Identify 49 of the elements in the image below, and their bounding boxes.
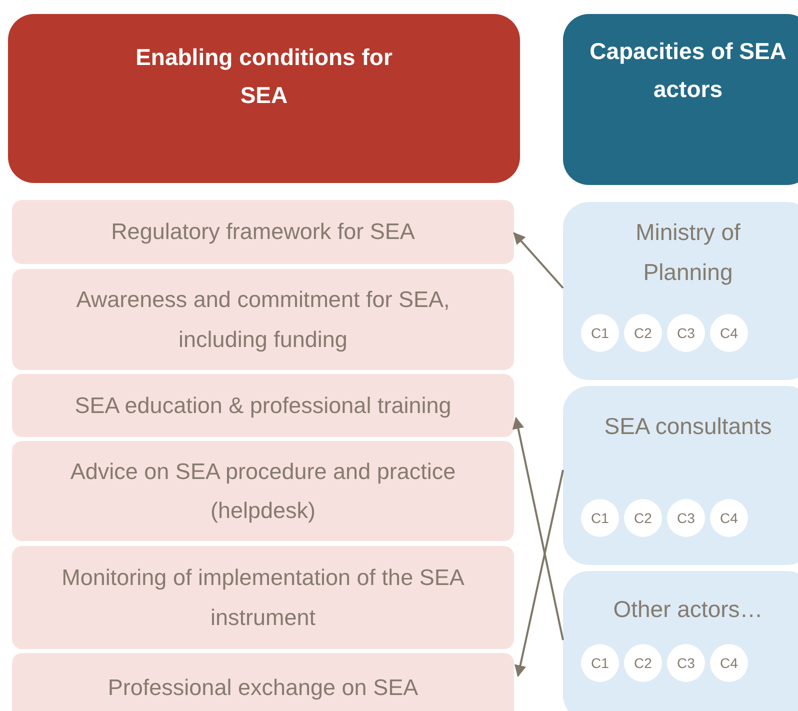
capacity-circle	[624, 314, 662, 352]
condition-box	[12, 269, 514, 370]
condition-box	[12, 546, 514, 649]
capacity-label: C3	[677, 324, 695, 343]
capacity-label: C1	[591, 654, 609, 673]
capacity-circle	[710, 499, 748, 537]
arrow	[514, 470, 564, 678]
actor-box	[563, 386, 798, 565]
capacity-label: C1	[591, 324, 609, 343]
condition-box	[12, 653, 514, 711]
arrow	[512, 416, 564, 640]
capacity-circle	[667, 314, 705, 352]
condition-text: Professional exchange on SEA	[108, 674, 418, 702]
capacity-label: C2	[634, 654, 652, 673]
capacity-circle	[624, 644, 662, 682]
capacity-circle	[624, 499, 662, 537]
condition-box	[12, 200, 514, 264]
actor-box	[563, 571, 798, 711]
condition-text: Regulatory framework for SEA	[111, 218, 415, 246]
capacity-circle	[581, 499, 619, 537]
actor-name: Ministry of Planning	[634, 218, 742, 288]
header-box	[8, 14, 520, 183]
capacity-circle	[710, 644, 748, 682]
header-text: Capacities of SEA actors	[588, 37, 788, 104]
actor-name: SEA consultants	[603, 412, 773, 441]
arrow	[513, 232, 564, 289]
capacity-label: C1	[591, 508, 609, 528]
condition-text: Monitoring of implementation of the SEA instrument	[60, 564, 466, 632]
condition-text: Advice on SEA procedure and practice (helpdesk)	[69, 458, 457, 525]
condition-box	[12, 374, 514, 437]
condition-box	[12, 441, 514, 541]
header-box	[563, 14, 798, 185]
capacity-label: C2	[634, 508, 652, 528]
condition-text: SEA education & professional training	[74, 392, 452, 420]
actor-box	[563, 202, 798, 380]
capacity-circle	[710, 314, 748, 352]
capacity-circle	[581, 314, 619, 352]
capacity-circle	[667, 499, 705, 537]
capacity-label: C3	[677, 508, 695, 528]
condition-text: Awareness and commitment for SEA, including funding	[75, 286, 451, 354]
capacity-circle	[581, 644, 619, 682]
capacity-label: C4	[720, 654, 738, 673]
header-text: Enabling conditions for SEA	[134, 43, 394, 110]
capacity-label: C4	[720, 324, 738, 343]
capacity-label: C2	[634, 324, 652, 343]
capacity-label: C4	[720, 508, 738, 528]
capacity-circle	[667, 644, 705, 682]
capacity-label: C3	[677, 654, 695, 673]
actor-name: Other actors…	[612, 595, 764, 624]
